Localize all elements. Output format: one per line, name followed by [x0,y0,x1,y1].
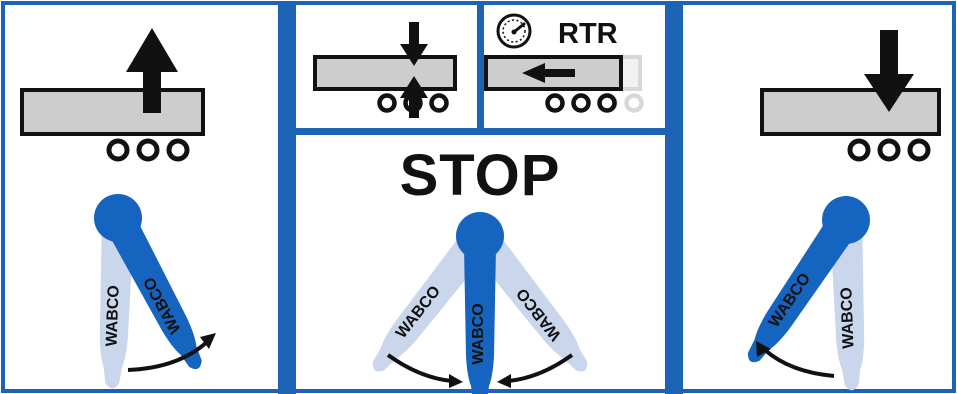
trailer-rtr [486,57,621,111]
lever-active[interactable]: WABCO [456,212,504,394]
wheels [850,141,928,159]
panel-height-limit [315,22,455,118]
lever-brand: WABCO [104,285,123,347]
trailer-lower [762,90,939,159]
swing-arrow-left [388,355,463,388]
panel-lower: WABCO WABCO [731,30,939,391]
panel-raise: WABCO WABCO [22,28,219,389]
rtr-label: RTR [558,18,618,50]
wheels [109,141,187,159]
panel-return-to-ride: RTR [486,15,642,111]
trailer-raise [22,90,203,159]
lever-brand: WABCO [470,303,487,364]
speedometer-icon [498,15,530,47]
swing-arrow-right [497,355,572,388]
lever-brand: WABCO [838,287,857,349]
panel-stop: STOP WABCO WABCO WABCO [356,143,604,394]
stop-label: STOP [400,143,561,208]
